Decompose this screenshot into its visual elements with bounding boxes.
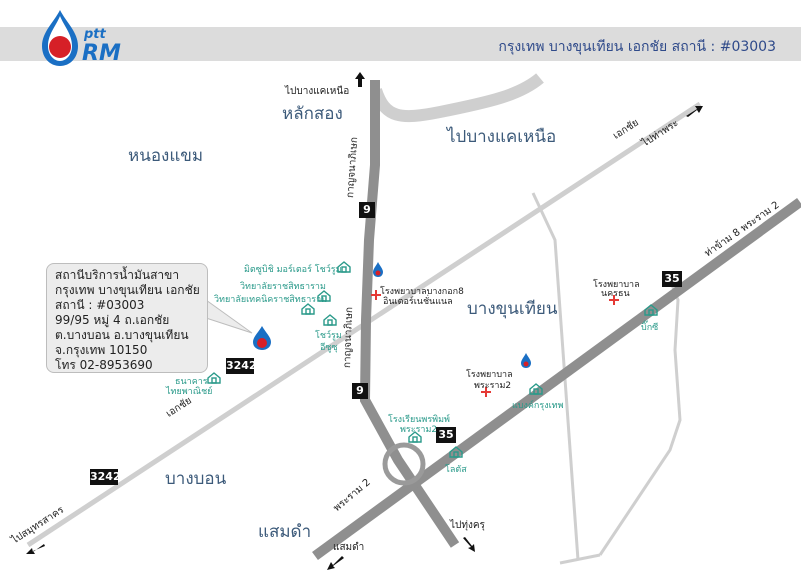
place-hospital-bangkok8: โรงพยาบาลบางกอก8: [380, 287, 464, 297]
place-isuzu: อีซูซุ: [320, 343, 338, 353]
info-line: โทร 02-8953690: [55, 358, 153, 372]
info-line: สถานีบริการน้ำมันสาขา: [55, 268, 180, 282]
place-tech-college: วิทยาลัยเทคนิคราชสิทธาราม: [214, 295, 328, 305]
arrow-sw-icon: [26, 544, 45, 554]
place-nakhon: นครธน: [601, 289, 630, 299]
brand-big: RM: [82, 41, 121, 66]
route-badge-35-mid: 35: [436, 427, 456, 443]
building-icon: [529, 383, 543, 395]
info-line: 99/95 หมู่ 4 ถ.เอกชัย: [55, 313, 170, 327]
arrow-up-icon: [355, 72, 365, 87]
pttrm-logo: ptt RM: [42, 10, 121, 66]
arrow-sw2-icon: [327, 556, 344, 570]
header-bar: [0, 27, 801, 61]
building-icon: [449, 446, 463, 458]
loop-road: [370, 73, 544, 123]
station-info-box: สถานีบริการน้ำมันสาขา กรุงเทพ บางขุนเทีย…: [46, 263, 208, 373]
road-label-to-thung-khru: ไปทุ่งครุ: [450, 520, 485, 531]
area-samaedam: แสมดำ: [258, 522, 312, 542]
building-icon: [408, 431, 422, 443]
place-mitsubishi: มิตซูบิชิ มอร์เตอร์ โชว์รูม: [244, 265, 342, 275]
ptt-station-icon: [373, 262, 383, 277]
area-laksong: หลักสอง: [282, 104, 343, 124]
brand-small: ptt: [83, 27, 107, 42]
place-bank-bkk: แบงค์กรุงเทพ: [512, 401, 564, 411]
place-school: โรงเรียนพรพิมพ์: [388, 415, 450, 425]
area-pai-bangkhae: ไปบางแคเหนือ: [447, 127, 557, 147]
route-badge-9-top: 9: [359, 202, 375, 218]
area-bangkhunthian: บางขุนเทียน: [467, 299, 558, 319]
place-showroom: โชว์รูม: [315, 331, 342, 341]
route-badge-3242-top: 3242: [226, 358, 257, 374]
route-badge-35-right: 35: [662, 271, 682, 287]
road-label-to-bangkhae: ไปบางแคเหนือ: [285, 86, 350, 97]
place-hospital-nakhon: โรงพยาบาล: [593, 280, 640, 290]
area-nongkhaem: หนองแขม: [128, 146, 204, 166]
side-road-1: [531, 192, 580, 561]
building-icon: [207, 372, 221, 384]
hospital-cross-icon: [609, 295, 619, 305]
building-icon: [317, 290, 331, 302]
road-label-kanchana-mid: กาญจนาภิเษก: [342, 306, 356, 369]
place-bigc: บิ๊กซี: [641, 323, 659, 333]
kanchanaphisek-road: [359, 80, 460, 548]
building-icon: [337, 261, 351, 273]
place-rama2-small: พระราม2: [474, 381, 512, 391]
area-bangbon: บางบอน: [165, 469, 227, 489]
rama2-road: [312, 197, 801, 561]
logo-red-circle: [49, 36, 71, 58]
info-line: กรุงเทพ บางขุนเทียน เอกชัย: [55, 283, 200, 297]
hospital-cross-icon: [481, 387, 491, 397]
place-hospital-rama2: โรงพยาบาล: [466, 370, 513, 380]
road-label-to-samaedam: แสมดำ: [333, 542, 365, 553]
interchange: [382, 442, 426, 486]
place-college-sitaram: วิทยาลัยราชสิทธาราม: [240, 282, 326, 292]
building-icon: [644, 304, 658, 316]
ptt-station-icon: [521, 353, 531, 368]
building-icon: [301, 303, 315, 315]
hospital-cross-icon: [371, 290, 381, 300]
place-school-2: พระราม2: [400, 425, 438, 435]
place-thaiphanit: ไทยพาณิชย์: [166, 387, 213, 397]
building-icon: [323, 314, 337, 326]
place-bank-thaiphanit: ธนาคาร: [175, 377, 208, 387]
route-badge-9-mid: 9: [352, 383, 368, 399]
page-title: กรุงเทพ บางขุนเทียน เอกชัย สถานี : #0300…: [498, 39, 776, 55]
ptt-station-main-icon: [253, 326, 271, 350]
side-road-3: [559, 553, 601, 565]
place-lotus: โลตัส: [445, 465, 467, 475]
arrow-ne-icon: [686, 106, 703, 117]
info-line: สถานี : #03003: [55, 298, 145, 312]
place-inter-national: อินเตอร์เนชั่นแนล: [383, 297, 453, 307]
info-line: จ.กรุงเทพ 10150: [55, 343, 148, 357]
arrow-se-icon: [463, 537, 475, 552]
info-line: ต.บางบอน อ.บางขุนเทียน: [55, 328, 189, 342]
route-badge-3242-bottom: 3242: [90, 469, 121, 485]
